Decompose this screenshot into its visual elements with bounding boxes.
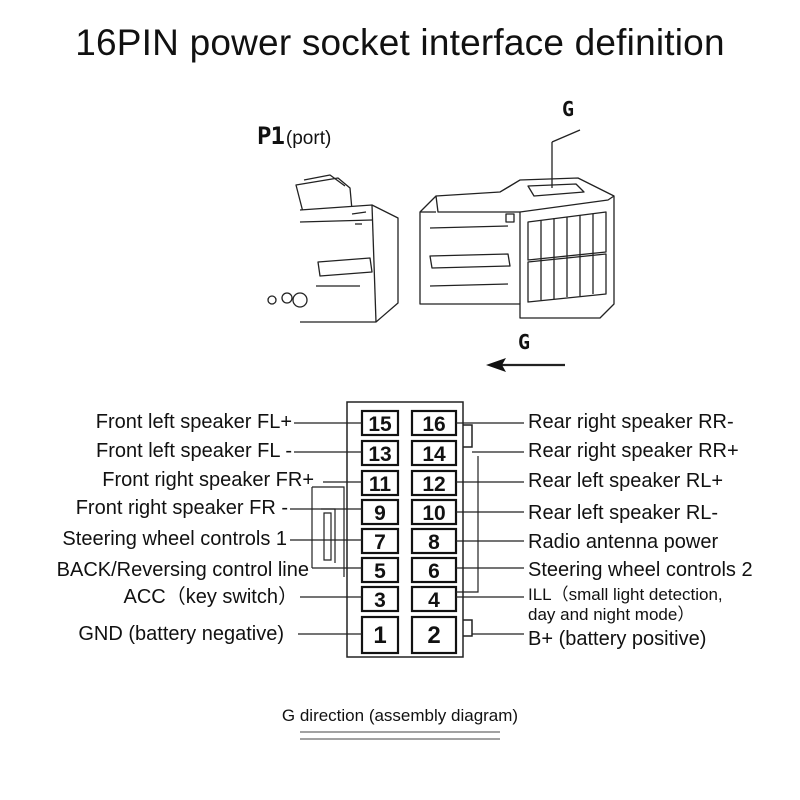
pin-cell-3	[360, 585, 400, 613]
pin-cell-1	[360, 615, 400, 655]
label-pin-1: GND (battery negative)	[78, 623, 284, 645]
pin-cell-7	[360, 527, 400, 555]
pin-number-12: 12	[422, 473, 445, 496]
label-pin-3: ACC（key switch）	[123, 586, 298, 608]
pin-cell-4	[410, 585, 458, 613]
label-pin-11: Front right speaker FR+	[102, 469, 314, 491]
socket-illustration	[419, 129, 615, 319]
label-pin-10: Rear left speaker RL-	[528, 502, 719, 524]
pin-cell-6	[410, 556, 458, 584]
pin-block-bottom-tab	[463, 619, 473, 637]
pin-number-10: 10	[422, 502, 445, 525]
pin-cell-2	[410, 615, 458, 655]
pin-number-14: 14	[422, 443, 446, 466]
label-pin-6: Steering wheel controls 2	[528, 559, 753, 581]
pin-cell-5	[360, 556, 400, 584]
wire-bracket-outer	[312, 486, 345, 577]
pin-number-2: 2	[427, 622, 440, 649]
label-pin-14: Rear right speaker RR+	[528, 440, 739, 462]
label-pin-13: Front left speaker FL -	[96, 440, 292, 462]
pin-number-3: 3	[374, 589, 386, 612]
wire-bracket-mid	[321, 508, 336, 563]
p1-label: P1	[257, 122, 285, 150]
pin-block-side-tab	[463, 424, 473, 448]
right-side-bus-line	[456, 456, 479, 593]
diagram-caption: G direction (assembly diagram)	[281, 706, 519, 725]
pin-number-13: 13	[368, 443, 391, 466]
label-pin-12: Rear left speaker RL+	[528, 470, 724, 492]
g-direction-arrow-head	[486, 358, 506, 372]
label-pin-4-line1: ILL（small light detection,	[528, 585, 723, 604]
pin-number-11: 11	[369, 473, 392, 496]
pin-number-4: 4	[428, 589, 440, 612]
pin-number-1: 1	[373, 622, 386, 649]
pin-number-6: 6	[428, 560, 440, 583]
pin-number-7: 7	[374, 531, 386, 554]
label-pin-16: Rear right speaker RR-	[528, 411, 734, 433]
pin-cell-12	[410, 469, 458, 497]
p1-sub-label: (port)	[285, 128, 332, 149]
pin-number-15: 15	[368, 413, 392, 436]
pin-cell-14	[410, 439, 458, 467]
pin-number-9: 9	[374, 502, 386, 525]
label-pin-9: Front right speaker FR -	[75, 497, 288, 519]
pin-number-5: 5	[374, 560, 386, 583]
label-pin-15: Front left speaker FL+	[95, 411, 292, 433]
label-pin-4-line2: day and night mode）	[528, 605, 695, 624]
label-pin-8: Radio antenna power	[528, 531, 719, 553]
g-label-arrow: G	[518, 330, 531, 354]
page-title: 16PIN power socket interface definition	[75, 22, 725, 63]
pin-cell-11	[360, 469, 400, 497]
pin-block-outline	[346, 401, 464, 658]
g-label-top: G	[562, 97, 575, 121]
label-pin-7: Steering wheel controls 1	[62, 528, 287, 550]
pin-cell-9	[360, 498, 400, 526]
p1-port-label: P1(port)	[257, 122, 331, 150]
pin-cell-13	[360, 439, 400, 467]
pin-cell-16	[410, 409, 458, 437]
wire-bracket-inner	[323, 512, 332, 561]
label-pin-2: B+ (battery positive)	[528, 628, 707, 650]
label-pin-5: BACK/Reversing control line	[56, 559, 309, 581]
pin-number-16: 16	[422, 413, 445, 436]
port-plug-illustration	[267, 174, 399, 323]
pin-number-8: 8	[428, 531, 440, 554]
